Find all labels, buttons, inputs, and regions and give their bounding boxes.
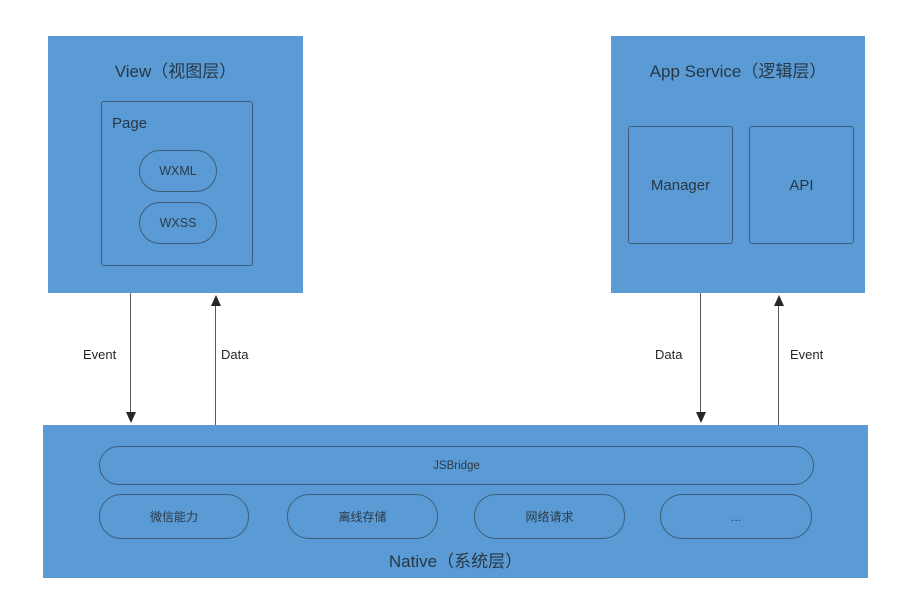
view-layer-panel[interactable]: View（视图层） Page WXML WXSS <box>48 36 303 293</box>
capability-pill-more[interactable]: ... <box>660 494 812 539</box>
arrow-line-right-event <box>778 305 779 425</box>
arrow-line-right-data <box>700 293 701 414</box>
wxml-pill[interactable]: WXML <box>139 150 217 192</box>
native-layer-panel[interactable]: JSBridge 微信能力 离线存储 网络请求 ... Native（系统层） <box>43 425 868 578</box>
arrow-label-left-event: Event <box>83 347 117 362</box>
capability-pill-wechat[interactable]: 微信能力 <box>99 494 249 539</box>
arrow-head-right-event-up <box>774 295 784 306</box>
arrow-head-right-data-down <box>696 412 706 423</box>
arrow-head-left-data-up <box>211 295 221 306</box>
arrow-label-left-data: Data <box>221 347 249 362</box>
arrow-head-left-event-down <box>126 412 136 423</box>
manager-box[interactable]: Manager <box>628 126 733 244</box>
arrow-label-right-event: Event <box>790 347 824 362</box>
wxss-pill[interactable]: WXSS <box>139 202 217 244</box>
api-box[interactable]: API <box>749 126 854 244</box>
app-service-layer-panel[interactable]: App Service（逻辑层） Manager API <box>611 36 865 293</box>
arrow-line-left-data <box>215 305 216 425</box>
capability-pill-network-request[interactable]: 网络请求 <box>474 494 625 539</box>
capability-pill-offline-storage[interactable]: 离线存储 <box>287 494 438 539</box>
arrow-line-left-event <box>130 293 131 414</box>
arrow-label-right-data: Data <box>655 347 683 362</box>
jsbridge-pill[interactable]: JSBridge <box>99 446 814 485</box>
app-service-layer-title: App Service（逻辑层） <box>649 62 827 81</box>
view-layer-title: View（视图层） <box>114 62 237 81</box>
page-box-label: Page <box>112 115 148 132</box>
page-box[interactable]: Page WXML WXSS <box>101 101 253 266</box>
native-layer-title: Native（系统层） <box>388 552 523 571</box>
